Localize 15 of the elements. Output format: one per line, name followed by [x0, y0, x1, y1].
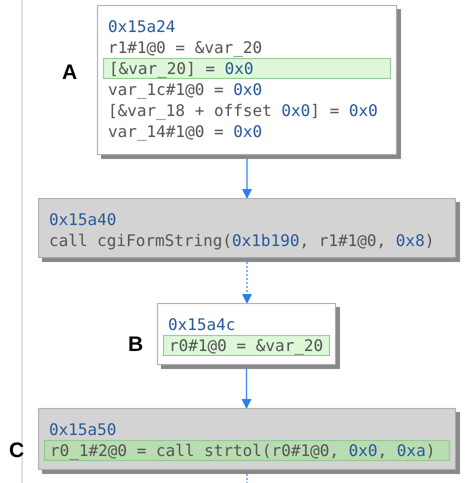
code-line: r1#1@0 = &var_20: [107, 37, 264, 58]
code-line: var_1c#1@0 = 0x0: [107, 79, 264, 100]
block-address: 0x15a40: [48, 209, 118, 230]
code-line: call cgiFormString(0x1b190, r1#1@0, 0x8): [48, 230, 436, 251]
block-address: 0x15a24: [107, 16, 176, 37]
code-line: r0_1#2@0 = call strtol(r0#1@0, 0x0, 0xa): [49, 441, 436, 460]
block-address: 0x15a4c: [167, 314, 236, 335]
callout-letter: B: [128, 333, 144, 357]
code-line: r0#1@0 = &var_20: [168, 336, 324, 355]
block-address: 0x15a50: [48, 419, 118, 440]
code-line: [&var_20] = 0x0: [108, 59, 254, 78]
callout-letter: C: [9, 439, 24, 463]
code-line: var_14#1@0 = 0x0: [107, 121, 264, 142]
callout-letter: A: [62, 61, 78, 85]
code-line: [&var_18 + offset 0x0] = 0x0: [107, 100, 379, 121]
